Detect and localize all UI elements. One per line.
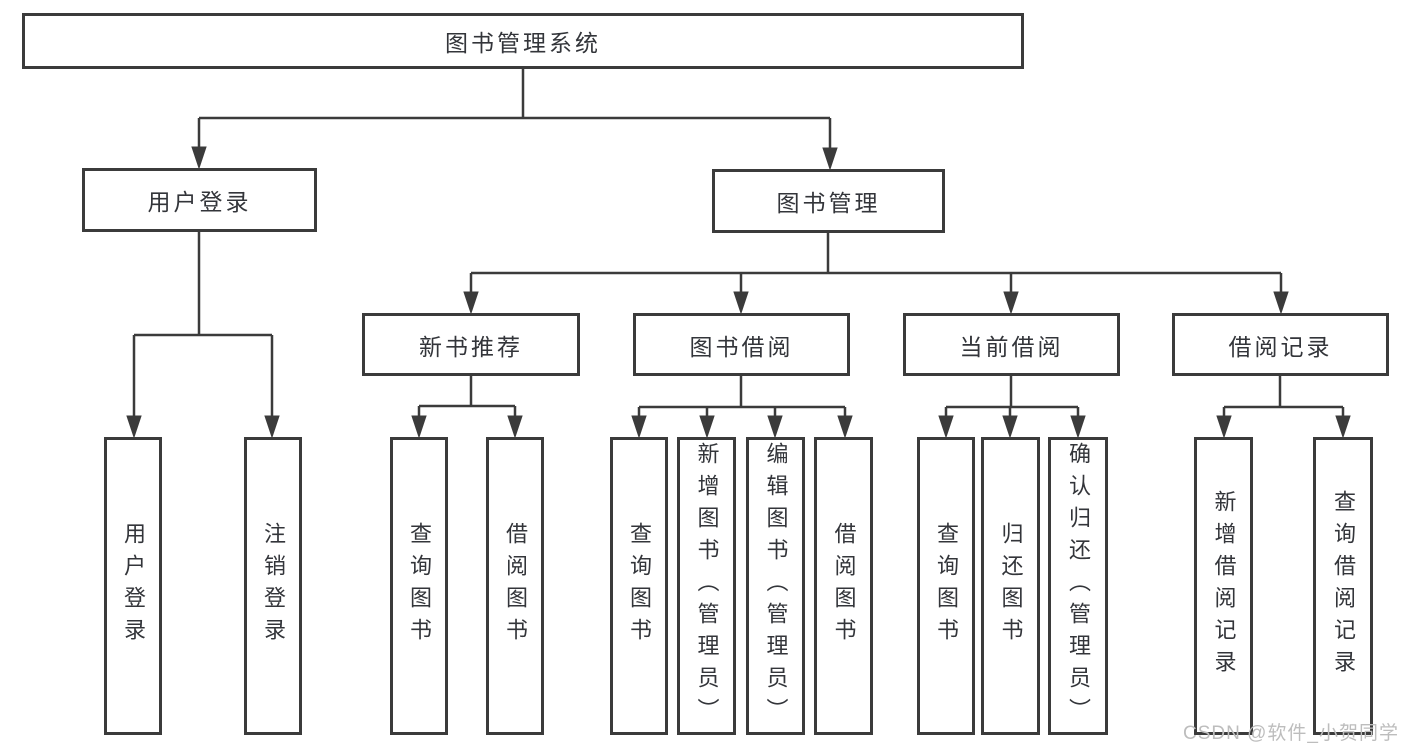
node-label: 用户登录 bbox=[147, 189, 252, 215]
node-current-borrowing: 当前借阅 bbox=[903, 313, 1120, 376]
leaf-label: 用户登录 bbox=[121, 522, 146, 650]
csdn-watermark: CSDN @软件_小贺同学 bbox=[1183, 723, 1399, 744]
node-label: 图书管理系统 bbox=[445, 30, 601, 56]
leaf-query-books-recommend: 查询图书 bbox=[390, 437, 448, 735]
leaf-label: 注销登录 bbox=[261, 522, 286, 650]
leaf-borrow-books-recommend: 借阅图书 bbox=[486, 437, 544, 735]
leaf-label: 借阅图书 bbox=[503, 522, 528, 650]
arrowhead-icons bbox=[126, 146, 1351, 439]
leaf-query-books-current: 查询图书 bbox=[917, 437, 975, 735]
node-label: 当前借阅 bbox=[959, 333, 1064, 360]
node-borrowing-records: 借阅记录 bbox=[1172, 313, 1389, 376]
node-label: 图书借阅 bbox=[689, 333, 794, 360]
node-root-library-management-system: 图书管理系统 bbox=[22, 13, 1024, 69]
leaf-label: 查询借阅记录 bbox=[1331, 490, 1356, 682]
leaf-logout: 注销登录 bbox=[244, 437, 302, 735]
leaf-label: 新增借阅记录 bbox=[1211, 490, 1237, 682]
leaf-label: 新增图书（管理员） bbox=[694, 442, 720, 730]
leaf-add-borrow-record: 新增借阅记录 bbox=[1194, 437, 1253, 735]
node-label: 图书管理 bbox=[776, 190, 881, 216]
node-label: 借阅记录 bbox=[1228, 333, 1333, 360]
node-book-management: 图书管理 bbox=[712, 169, 945, 233]
leaf-label: 查询图书 bbox=[934, 522, 959, 650]
leaf-add-book-admin: 新增图书（管理员） bbox=[677, 437, 736, 735]
leaf-return-book: 归还图书 bbox=[981, 437, 1040, 735]
leaf-user-login: 用户登录 bbox=[104, 437, 162, 735]
leaf-borrow-books-borrowing: 借阅图书 bbox=[814, 437, 873, 735]
leaf-confirm-return-admin: 确认归还（管理员） bbox=[1048, 437, 1108, 735]
leaf-label: 编辑图书（管理员） bbox=[763, 442, 789, 730]
node-new-book-recommend: 新书推荐 bbox=[362, 313, 580, 376]
node-book-borrowing: 图书借阅 bbox=[633, 313, 850, 376]
leaf-label: 确认归还（管理员） bbox=[1066, 442, 1091, 730]
tree-connector-lines bbox=[132, 69, 1345, 421]
leaf-label: 查询图书 bbox=[627, 522, 652, 650]
node-user-login: 用户登录 bbox=[82, 168, 317, 232]
leaf-query-borrow-record: 查询借阅记录 bbox=[1313, 437, 1373, 735]
leaf-label: 查询图书 bbox=[407, 522, 432, 650]
leaf-label: 归还图书 bbox=[998, 522, 1024, 650]
node-label: 新书推荐 bbox=[419, 333, 523, 360]
leaf-edit-book-admin: 编辑图书（管理员） bbox=[746, 437, 805, 735]
leaf-query-books-borrowing: 查询图书 bbox=[610, 437, 668, 735]
leaf-label: 借阅图书 bbox=[831, 522, 857, 650]
